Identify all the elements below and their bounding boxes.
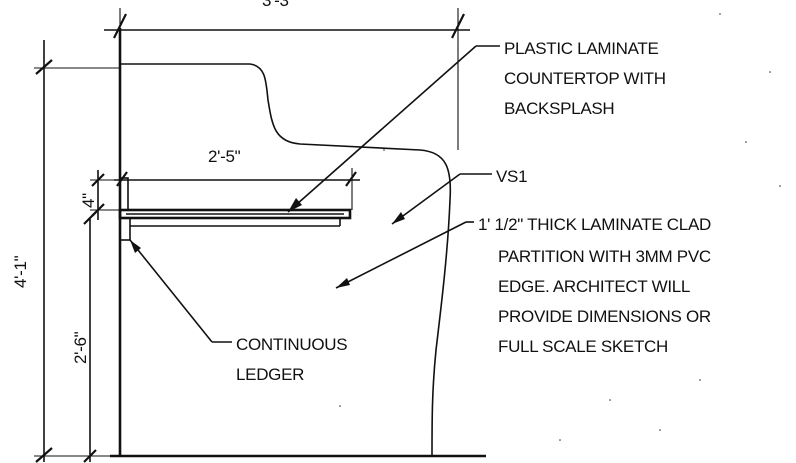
- laminate-line-3: BACKSPLASH: [504, 99, 614, 118]
- callout-ledger: CONTINUOUS LEDGER: [236, 335, 348, 384]
- top-width-label: 3'-3": [262, 0, 295, 10]
- countertop-length-dimension: 2'-5": [114, 147, 360, 210]
- scan-speckles: [339, 13, 781, 441]
- laminate-line-1: PLASTIC LAMINATE: [504, 39, 659, 58]
- overall-height-dimension: 4'-1": [11, 40, 120, 463]
- partition-line-3: EDGE. ARCHITECT WILL: [498, 277, 690, 296]
- countertop: [118, 177, 352, 241]
- callout-vs1: VS1: [496, 167, 527, 186]
- partition-line-2: PARTITION WITH 3MM PVC: [498, 247, 711, 266]
- partition-outline: [110, 28, 486, 458]
- callout-partition: 1' 1/2" THICK LAMINATE CLAD PARTITION WI…: [478, 215, 711, 356]
- partition-line-1: 1' 1/2" THICK LAMINATE CLAD: [478, 215, 711, 234]
- laminate-line-2: COUNTERTOP WITH: [504, 69, 666, 88]
- leader-vs1: [391, 173, 492, 225]
- countertop-length-label: 2'-5": [208, 147, 241, 166]
- ledger-line-2: LEDGER: [236, 365, 304, 384]
- ledger-line-1: CONTINUOUS: [236, 335, 347, 354]
- top-width-dimension: 3'-3": [104, 0, 470, 50]
- backsplash-height-label: 4": [79, 193, 98, 208]
- ledger-height-dimension: 2'-6": [71, 211, 97, 463]
- partition-line-5: FULL SCALE SKETCH: [498, 337, 668, 356]
- backsplash-dimension: 4": [79, 170, 120, 220]
- overall-height-label: 4'-1": [11, 255, 30, 288]
- callout-laminate-countertop: PLASTIC LAMINATE COUNTERTOP WITH BACKSPL…: [504, 39, 666, 118]
- leader-partition: [335, 221, 474, 289]
- leader-ledger: [129, 239, 232, 343]
- leader-laminate-countertop: [287, 45, 500, 213]
- partition-line-4: PROVIDE DIMENSIONS OR: [498, 307, 711, 326]
- ledger-height-label: 2'-6": [71, 331, 90, 364]
